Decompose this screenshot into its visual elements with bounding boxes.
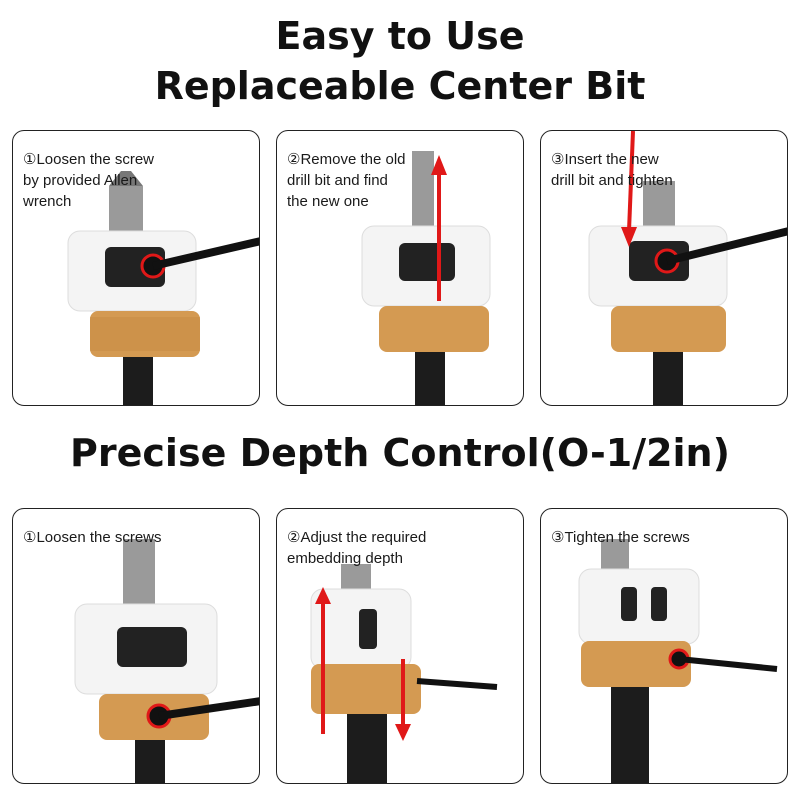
panel-tighten-screws: ③Tighten the screws	[540, 508, 788, 784]
title-precise-depth-control: Precise Depth Control(O-1/2in)	[70, 431, 730, 475]
title-replaceable-center-bit: Replaceable Center Bit	[154, 64, 646, 108]
panel-loosen-screw-allen-wrench: ①Loosen the screw by provided Allen wren…	[12, 130, 260, 406]
panel-adjust-embedding-depth: ②Adjust the required embedding depth	[276, 508, 524, 784]
panel-caption: ②Adjust the required embedding depth	[287, 529, 427, 567]
panel-caption: ①Loosen the screws	[23, 529, 162, 546]
countersink-photo-tighten-screws	[578, 539, 778, 783]
countersink-photo-loosen-screws	[74, 539, 259, 783]
panel-insert-new-drill-bit: ③Insert the new drill bit and tighten	[540, 130, 788, 406]
panel-loosen-screws: ①Loosen the screws	[12, 508, 260, 784]
countersink-photo-adjust-depth	[310, 564, 498, 783]
panel-caption: ②Remove the old drill bit and find the n…	[287, 151, 406, 210]
countersink-photo-insert-bit	[588, 131, 787, 405]
panel-remove-old-drill-bit: ②Remove the old drill bit and find the n…	[276, 130, 524, 406]
panel-caption: ①Loosen the screw by provided Allen wren…	[23, 151, 155, 210]
countersink-photo-loosen-screw	[67, 171, 259, 405]
title-easy-to-use: Easy to Use	[275, 14, 525, 58]
panel-caption: ③Tighten the screws	[551, 529, 690, 546]
panel-caption: ③Insert the new drill bit and tighten	[551, 151, 673, 189]
countersink-photo-remove-bit	[361, 151, 491, 405]
